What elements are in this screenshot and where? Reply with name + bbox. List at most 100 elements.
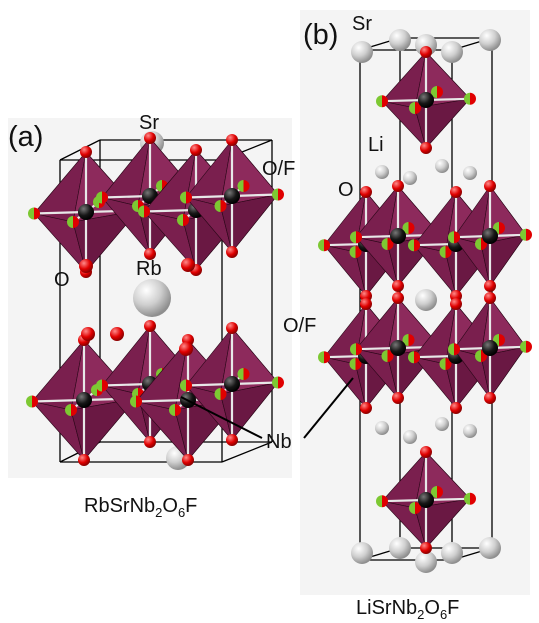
fluorine-half — [237, 180, 244, 192]
oxygen-half — [470, 492, 476, 505]
rb-atom — [133, 279, 171, 317]
nb-o-bond — [135, 398, 189, 403]
oxygen-fluorine-site — [28, 207, 40, 220]
oxygen-half — [186, 191, 192, 204]
oxygen-fluorine-site — [237, 180, 250, 192]
oxygen-half — [71, 404, 77, 416]
niobium-atom — [78, 204, 94, 220]
li-atom — [435, 417, 449, 431]
oxygen-fluorine-site — [177, 214, 189, 226]
li-atom — [375, 165, 389, 179]
oxygen-half — [437, 486, 443, 498]
panel-b-structure — [318, 29, 532, 573]
oxygen-half — [183, 214, 189, 226]
oxygen-half — [414, 239, 420, 252]
fluorine-half — [318, 351, 324, 364]
oxygen-half — [278, 188, 284, 201]
oxygen-fluorine-site — [130, 395, 142, 408]
fluorine-half — [214, 200, 221, 212]
oxygen-fluorine-site — [350, 343, 362, 356]
sr-atom — [389, 29, 411, 51]
oxygen-atom — [226, 246, 238, 258]
oxygen-half — [356, 231, 362, 244]
oxygen-atom — [79, 259, 93, 273]
sr-atom — [479, 29, 501, 51]
oxygen-atom — [144, 436, 156, 448]
oxygen-half — [32, 395, 38, 408]
fluorine-half — [180, 191, 186, 204]
fluorine-half — [376, 495, 382, 508]
niobium-atom — [482, 228, 498, 244]
nbo6-octahedron — [448, 292, 532, 404]
sr-atom — [415, 551, 437, 573]
nb-pointer-line-a — [180, 396, 263, 439]
panel-b-formula: LiSrNb2O6F — [356, 597, 459, 622]
oxygen-fluorine-site — [439, 358, 452, 370]
fluorine-half — [272, 376, 278, 389]
fluorine-half — [349, 246, 356, 258]
oxygen-atom — [360, 298, 372, 310]
octahedron-face — [480, 346, 527, 399]
li-atom — [375, 421, 389, 435]
oxygen-atom — [144, 248, 156, 260]
oxygen-atom — [110, 327, 124, 341]
oxygen-half — [499, 334, 505, 346]
oxygen-half — [356, 343, 362, 356]
fluorine-half — [475, 238, 481, 250]
oxygen-fluorine-site — [520, 340, 532, 353]
nbo6-octahedron — [180, 322, 284, 446]
niobium-atom — [224, 188, 240, 204]
oxygen-atom — [226, 134, 238, 146]
fluorine-half — [409, 502, 415, 514]
oxygen-half — [382, 95, 389, 108]
oxygen-fluorine-site — [376, 495, 389, 508]
oxygen-half — [324, 351, 330, 364]
oxygen-fluorine-site — [448, 343, 461, 356]
oxygen-fluorine-site — [409, 102, 421, 114]
panel-a-structure — [26, 131, 284, 470]
oxygen-half — [175, 404, 181, 416]
fluorine-half — [138, 205, 144, 218]
fluorine-half — [130, 395, 136, 408]
oxygen-fluorine-site — [214, 200, 227, 212]
panel-a-formula: RbSrNb2O6F — [84, 495, 197, 520]
panel-b-sr-label: Sr — [352, 13, 372, 35]
oxygen-fluorine-site — [318, 239, 330, 252]
oxygen-half — [408, 334, 415, 346]
oxygen-fluorine-site — [520, 228, 532, 241]
octahedron-face — [414, 498, 471, 549]
fluorine-half — [381, 238, 388, 250]
sr-atom — [351, 542, 373, 564]
oxygen-half — [437, 86, 443, 98]
fluorine-half — [520, 340, 526, 353]
oxygen-atom — [144, 320, 156, 332]
fluorine-half — [91, 384, 97, 396]
oxygen-atom — [392, 280, 404, 292]
oxygen-fluorine-site — [431, 86, 443, 98]
sr-atom — [389, 537, 411, 559]
fluorine-half — [180, 379, 186, 392]
oxygen-atom — [392, 392, 404, 404]
oxygen-fluorine-site — [180, 191, 192, 204]
fluorine-half — [26, 395, 32, 408]
oxygen-atom — [226, 322, 238, 334]
oxygen-half — [324, 239, 330, 252]
oxygen-fluorine-site — [26, 395, 38, 408]
oxygen-fluorine-site — [408, 351, 420, 364]
oxygen-atom — [392, 292, 404, 304]
octahedron-face — [220, 382, 279, 441]
fluorine-half — [237, 368, 244, 380]
oxygen-atom — [484, 392, 496, 404]
oxygen-half — [102, 191, 108, 204]
oxygen-half — [454, 343, 461, 356]
fluorine-half — [177, 214, 183, 226]
oxygen-atom — [179, 342, 193, 356]
nb-o-bond — [33, 210, 87, 215]
oxygen-fluorine-site — [96, 191, 108, 204]
oxygen-atom — [450, 298, 462, 310]
fluorine-half — [408, 351, 414, 364]
fluorine-half — [381, 350, 388, 362]
nb-o-bond — [101, 382, 151, 387]
niobium-atom — [390, 340, 406, 356]
